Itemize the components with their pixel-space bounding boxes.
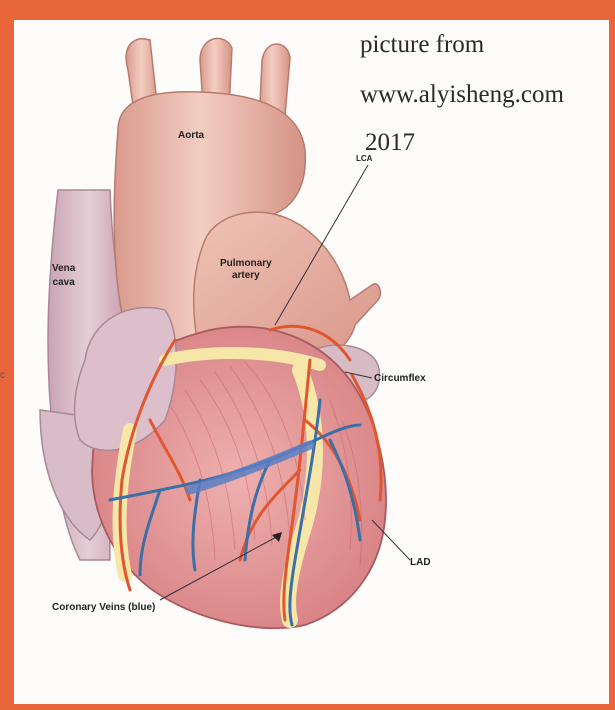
label-left-edge-fragment: c — [0, 370, 5, 382]
label-pulmonary-artery: Pulmonary artery — [220, 258, 272, 282]
label-lad: LAD — [410, 557, 431, 569]
label-aorta: Aorta — [178, 130, 204, 142]
caption-line-1: picture from — [360, 32, 484, 57]
label-coronary-veins: Coronary Veins (blue) — [52, 602, 155, 614]
caption-line-3: 2017 — [365, 130, 415, 155]
caption-line-2: www.alyisheng.com — [360, 82, 564, 107]
label-lca: LCA — [356, 153, 372, 165]
label-circumflex: Circumflex — [374, 373, 426, 385]
label-vena-cava: Vena cava — [52, 262, 75, 290]
